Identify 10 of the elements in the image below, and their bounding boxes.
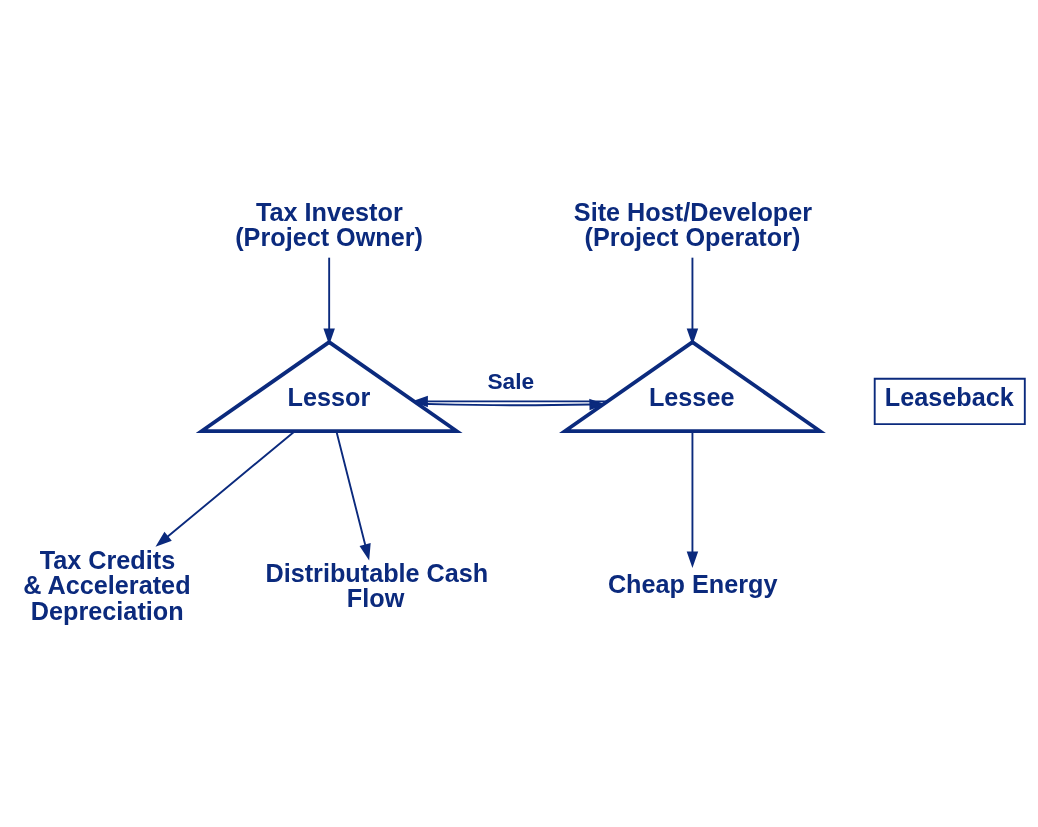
node-text: Cheap Energy [607,569,778,598]
node-text: Distributable Cash Flow [265,558,489,612]
arrow [155,429,296,547]
node-text: Tax Investor (Project Owner) [235,197,423,251]
node-text: Site Host/Developer (Project Operator) [573,197,813,251]
node-box: Leaseback [873,377,1026,425]
edge-label: Sale [487,367,535,394]
arrow [323,256,335,345]
node-text: Tax Credits & Accelerated Depreciation [23,545,191,625]
arrow [686,256,699,345]
